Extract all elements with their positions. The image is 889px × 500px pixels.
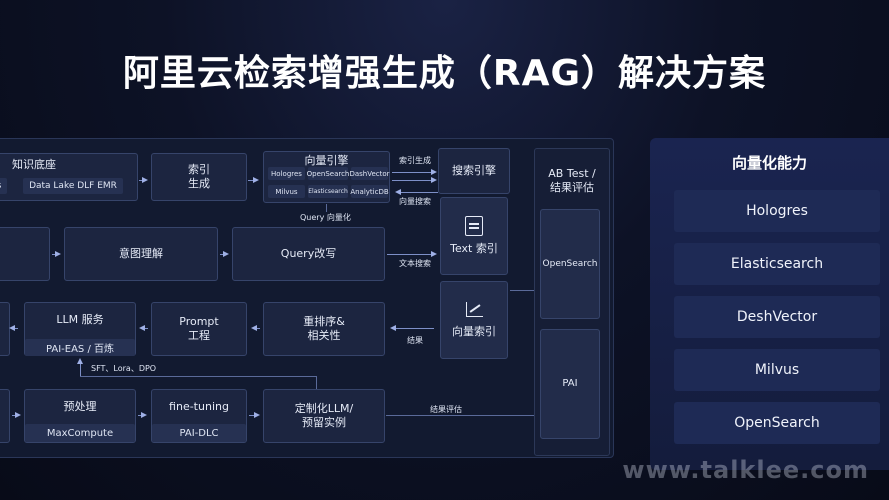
vector-engine-analyticdb: AnalyticDB (350, 185, 389, 198)
rerank-line2: 相关性 (307, 329, 341, 342)
edge-label-index-gen: 索引生成 (399, 156, 431, 165)
prompt-line1: Prompt (179, 315, 219, 328)
document-icon (465, 216, 483, 236)
prompt-to-llm-arrow (139, 325, 148, 331)
intent-understanding-box: 意图理解 (64, 227, 218, 281)
vector-index-box: 向量索引 (440, 281, 508, 359)
rerank-to-prompt-arrow (251, 325, 260, 331)
watermark: www.talklee.com (622, 456, 869, 484)
row4-arrow-0 (12, 412, 21, 418)
kb-to-index-arrow (139, 177, 148, 183)
knowledge-base-box: 知识底座 s Data Lake DLF EMR (0, 153, 138, 201)
llm-service-box: LLM 服务 PAI-EAS / 百炼 (24, 302, 136, 356)
prompt-engineering-box: Prompt 工程 (151, 302, 247, 356)
finetuning-sub: PAI-DLC (152, 424, 246, 442)
preprocess-sub: MaxCompute (25, 424, 135, 442)
preprocess-box: 预处理 MaxCompute (24, 389, 136, 443)
vector-to-search-arrow-2 (392, 177, 437, 183)
query-vectorize-label: Query 向量化 (300, 213, 351, 222)
page-title: 阿里云检索增强生成（RAG）解决方案 (122, 53, 767, 94)
knowledge-base-item-datalake: Data Lake DLF EMR (23, 178, 123, 194)
query-vectorize-connector (326, 204, 327, 212)
ab-test-line2: 结果评估 (550, 181, 594, 194)
capability-item-elasticsearch: Elasticsearch (674, 243, 880, 285)
vector-to-search-arrow-1 (392, 169, 437, 175)
capability-item-opensearch: OpenSearch (674, 402, 880, 444)
vector-index-label: 向量索引 (452, 324, 496, 338)
opensearch-label: OpenSearch (542, 259, 598, 269)
search-engine-box: 搜索引擎 (438, 148, 510, 194)
prompt-line2: 工程 (188, 329, 210, 342)
index-generation-line1: 索引 (188, 163, 210, 176)
opensearch-box: OpenSearch (540, 209, 600, 319)
search-to-rerank-arrow (390, 325, 434, 331)
query-rewrite-box: Query改写 (232, 227, 385, 281)
chart-icon (465, 301, 483, 317)
capability-item-deshvector: DeshVector (674, 296, 880, 338)
vector-engine-dashvector: DashVector (349, 167, 390, 180)
capability-item-milvus: Milvus (674, 349, 880, 391)
edge-label-vector-search: 向量搜索 (399, 197, 431, 206)
text-index-box: Text 索引 (440, 197, 508, 275)
row3-arrow-0 (9, 325, 18, 331)
llm-service-title: LLM 服务 (56, 313, 104, 326)
vector-capability-panel: 向量化能力 Hologres Elasticsearch DeshVector … (650, 138, 889, 470)
text-index-label: Text 索引 (450, 242, 498, 255)
search-to-ab-connector (510, 290, 536, 291)
index-generation-line2: 生成 (188, 177, 210, 190)
index-to-vector-arrow (248, 177, 259, 183)
preprocess-title: 预处理 (63, 400, 97, 413)
knowledge-base-title: 知识底座 (12, 158, 56, 171)
capability-item-hologres: Hologres (674, 190, 880, 232)
search-engine-label: 搜索引擎 (452, 164, 496, 177)
finetuning-box: fine-tuning PAI-DLC (151, 389, 247, 443)
edge-label-result-eval: 结果评估 (430, 405, 462, 414)
edge-label-result: 结果 (407, 336, 423, 345)
finetune-up-arrow (77, 358, 83, 376)
finetune-methods-label: SFT、Lora、DPO (91, 364, 157, 373)
finetune-to-custom-arrow (249, 412, 260, 418)
finetuning-title: fine-tuning (169, 400, 229, 413)
vector-engine-title: 向量引擎 (304, 154, 349, 167)
llm-service-sub: PAI-EAS / 百炼 (25, 339, 135, 356)
rerank-line1: 重排序& (303, 315, 345, 328)
row2-arrow-1 (52, 251, 61, 257)
vector-engine-milvus: Milvus (268, 185, 305, 198)
left-row4-box (0, 389, 10, 443)
index-generation-box: 索引 生成 (151, 153, 247, 201)
custom-to-pai-line (386, 415, 541, 416)
vector-engine-box: 向量引擎 Hologres OpenSearch DashVector Milv… (263, 151, 390, 203)
finetune-connector-h (80, 376, 316, 377)
search-to-vector-arrow (395, 189, 438, 195)
vector-engine-elasticsearch: Elasticsearch (308, 185, 348, 198)
edge-label-text-search: 文本搜索 (399, 259, 431, 268)
vector-engine-hologres: Hologres (268, 167, 305, 180)
custom-llm-line1: 定制化LLM/ (294, 402, 354, 415)
vector-capability-title: 向量化能力 (731, 154, 807, 172)
preprocess-to-finetune-arrow (138, 412, 147, 418)
row2-arrow-2 (220, 251, 229, 257)
vector-engine-opensearch: OpenSearch (307, 167, 349, 180)
pai-box: PAI (540, 329, 600, 439)
intent-understanding-label: 意图理解 (119, 247, 163, 260)
query-rewrite-label: Query改写 (280, 247, 337, 260)
rewrite-to-search-arrow (387, 251, 437, 257)
knowledge-base-item-left: s (0, 178, 7, 194)
finetune-connector-v (316, 376, 317, 390)
rerank-box: 重排序& 相关性 (263, 302, 385, 356)
pai-label: PAI (562, 378, 578, 389)
ab-test-line1: AB Test / (548, 167, 596, 180)
custom-llm-box: 定制化LLM/ 预留实例 (263, 389, 385, 443)
custom-llm-line2: 预留实例 (302, 416, 346, 429)
left-row2-box (0, 227, 50, 281)
